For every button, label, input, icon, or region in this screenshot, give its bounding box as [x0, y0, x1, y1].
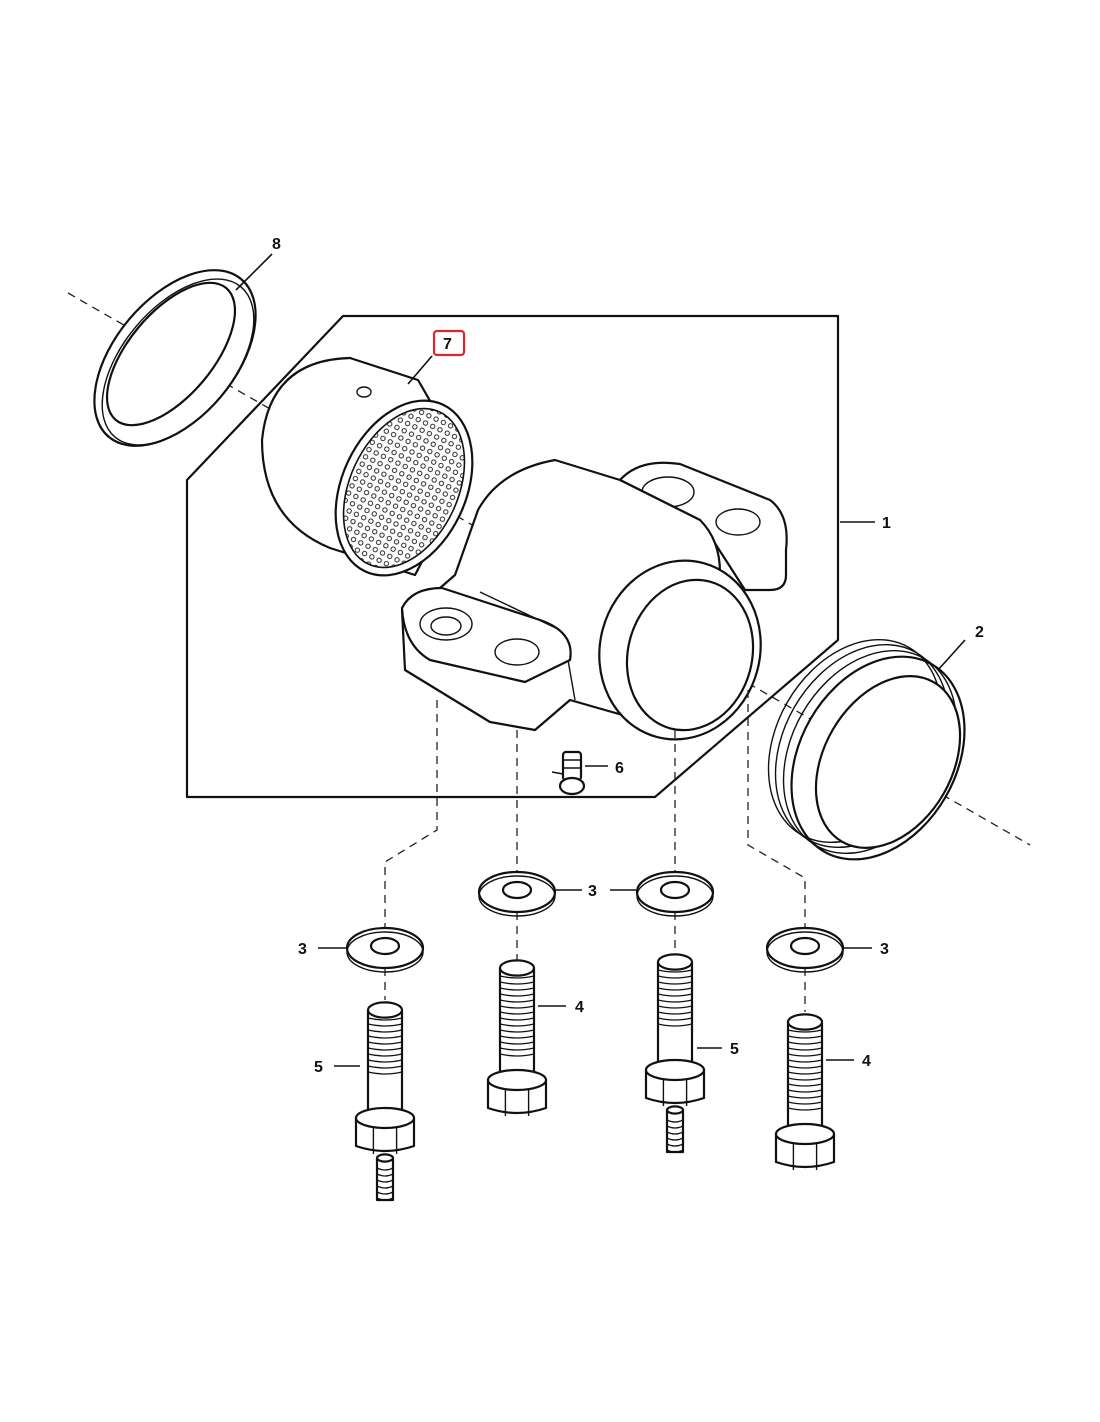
callout-4a: 4 — [575, 999, 584, 1016]
leader-8 — [235, 253, 273, 291]
part-1-pivot-housing[interactable] — [400, 458, 788, 758]
part-8-thrust-ring[interactable] — [63, 241, 287, 476]
callout-4b: 4 — [862, 1053, 871, 1070]
part-7-bushing[interactable] — [260, 356, 499, 598]
callout-8: 8 — [272, 236, 281, 253]
callout-1: 1 — [882, 515, 891, 532]
callout-3b: 3 — [588, 883, 597, 900]
bolt-4a[interactable] — [486, 959, 548, 1116]
callout-5b: 5 — [730, 1041, 739, 1058]
bolt-path-4 — [747, 690, 806, 930]
leader-7 — [407, 355, 433, 385]
callout-7: 7 — [443, 336, 452, 353]
part-6-grease-fitting[interactable] — [551, 750, 586, 796]
part-2-threaded-ring[interactable] — [733, 608, 999, 890]
stud-5a[interactable] — [354, 1001, 416, 1202]
callout-2: 2 — [975, 624, 984, 641]
callout-3a: 3 — [298, 941, 307, 958]
leader-2 — [937, 639, 966, 671]
bolt-4b[interactable] — [774, 1013, 836, 1170]
callout-3d: 3 — [880, 941, 889, 958]
stud-5b[interactable] — [644, 953, 706, 1154]
washer-3d[interactable] — [765, 926, 845, 973]
assembly-boundary — [185, 314, 840, 799]
callout-6: 6 — [615, 760, 624, 777]
callout-7-highlight — [432, 329, 466, 357]
bolt-path-1 — [384, 700, 438, 928]
washer-3b[interactable] — [477, 870, 557, 917]
washer-3c[interactable] — [635, 870, 715, 917]
washer-3a[interactable] — [345, 926, 425, 973]
callout-5a: 5 — [314, 1059, 323, 1076]
